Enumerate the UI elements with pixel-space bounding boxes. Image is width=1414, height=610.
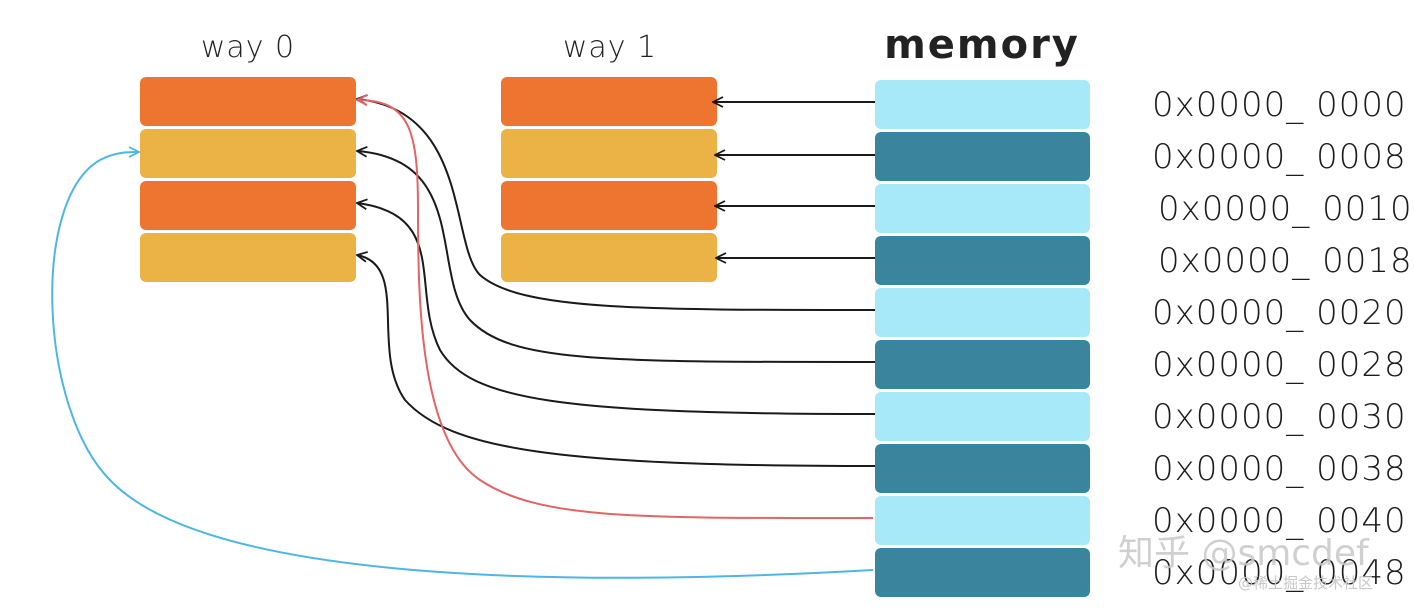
address-label: 0x0000_ 0020 [1152, 293, 1407, 333]
memory-block-5 [875, 340, 1090, 389]
address-label: 0x0000_ 0030 [1152, 397, 1407, 437]
arrow-mem5-to-way0 [357, 151, 876, 363]
way0-line-1 [140, 129, 356, 178]
memory-block-4 [875, 288, 1090, 337]
way1-cache-lines [501, 77, 717, 282]
way1-line-3 [501, 233, 717, 282]
way1-line-0 [501, 77, 717, 126]
memory-block-7 [875, 444, 1090, 493]
arrow-mem7-to-way0 [357, 255, 876, 467]
memory-heading: memory [884, 22, 1080, 68]
address-labels: 0x0000_ 0000 0x0000_ 0008 0x0000_ 0010 0… [1152, 85, 1413, 593]
way1-arrows [713, 102, 875, 258]
arrow-mem6-to-way0 [357, 203, 876, 415]
memory-block-6 [875, 392, 1090, 441]
address-label: 0x0000_ 0040 [1152, 501, 1407, 541]
memory-block-2 [875, 184, 1090, 233]
address-label: 0x0000_ 0008 [1152, 137, 1407, 177]
watermark-juejin: @稀土掘金技术社区 [1238, 574, 1373, 592]
way0-heading: way 0 [201, 30, 295, 65]
address-label: 0x0000_ 0010 [1158, 189, 1413, 229]
way0-line-0 [140, 77, 356, 126]
way0-line-3 [140, 233, 356, 282]
way1-line-1 [501, 129, 717, 178]
memory-block-9 [875, 548, 1090, 597]
way0-arrows [357, 99, 876, 467]
way0-cache-lines [140, 77, 356, 282]
address-label: 0x0000_ 0028 [1152, 345, 1407, 385]
address-label: 0x0000_ 0038 [1152, 449, 1407, 489]
address-label: 0x0000_ 0018 [1158, 241, 1413, 281]
arrow-mem9-to-way0 [51, 152, 874, 579]
way1-heading: way 1 [563, 30, 657, 65]
memory-block-0 [875, 80, 1090, 129]
arrow-mem8-to-way0 [357, 100, 874, 520]
way0-line-2 [140, 181, 356, 230]
address-label: 0x0000_ 0000 [1152, 85, 1407, 125]
memory-blocks [875, 80, 1090, 597]
way1-line-2 [501, 181, 717, 230]
arrow-mem4-to-way0 [357, 99, 876, 311]
memory-block-3 [875, 236, 1090, 285]
address-label: 0x0000_ 0048 [1152, 553, 1407, 593]
memory-block-8 [875, 496, 1090, 545]
watermark-zhihu: 知乎 @smcdef [1118, 533, 1370, 574]
memory-block-1 [875, 132, 1090, 181]
